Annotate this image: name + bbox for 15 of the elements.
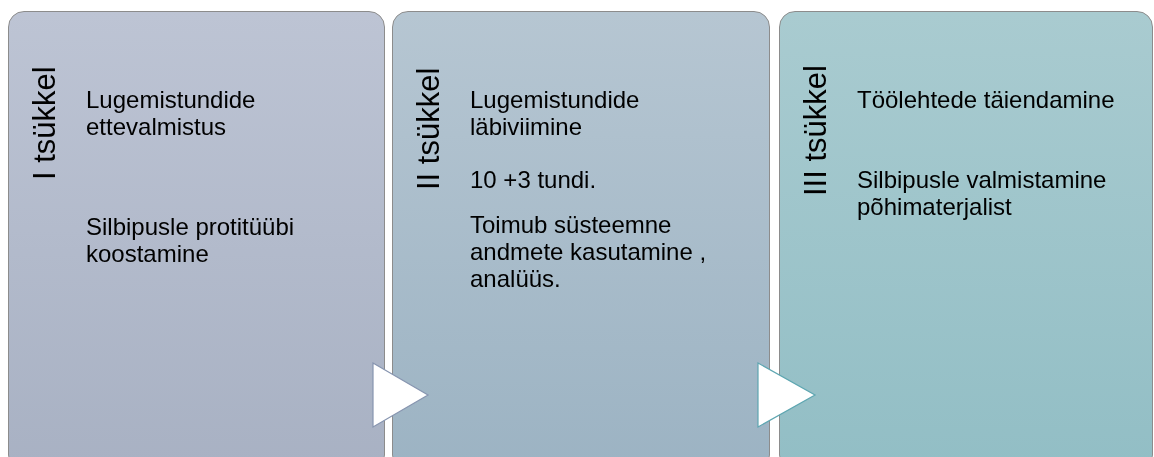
stage-heading: II tsükkel [413, 67, 444, 190]
stage-heading: I tsükkel [29, 66, 60, 180]
stage-text: 10 +3 tundi. [470, 166, 598, 193]
stage-box [779, 11, 1153, 457]
stage-box [392, 11, 770, 457]
stage-text: Silbipusle valmistamine põhimaterjalist [857, 166, 1108, 220]
stage-box [8, 11, 385, 457]
stage-text: Lugemistundide ettevalmistus [86, 86, 257, 140]
stage-text: Toimub süsteemne andmete kasutamine , analüüs. [470, 211, 708, 292]
chevron-arrow [757, 361, 817, 429]
stage-text: Lugemistundide läbiviimine [470, 86, 641, 140]
stage-heading: III tsükkel [800, 65, 831, 196]
chevron-arrow [372, 361, 430, 429]
stage-text: Töölehtede täiendamine [857, 86, 1116, 113]
stage-text: Silbipusle protitüübi koostamine [86, 213, 296, 267]
